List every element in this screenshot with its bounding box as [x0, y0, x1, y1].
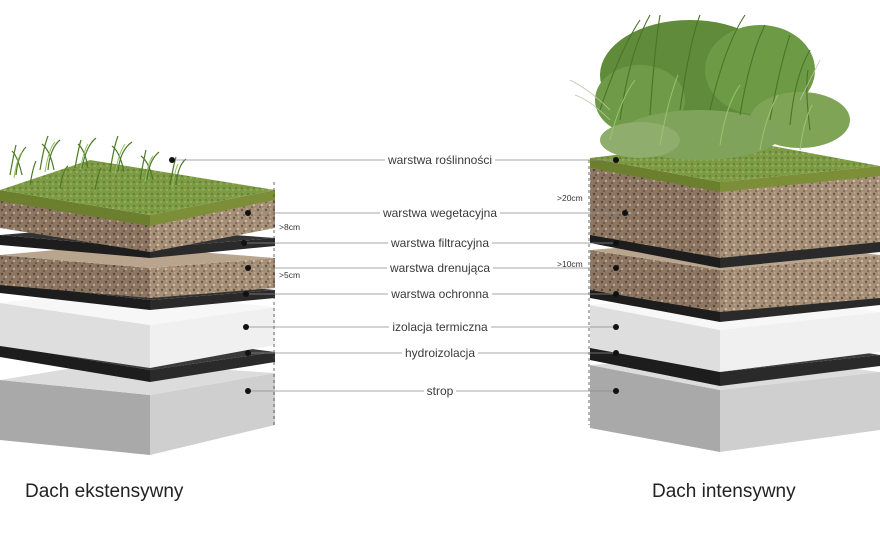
- left-wegetacyjna-layer: [0, 200, 275, 252]
- left-roof-stack: [0, 135, 275, 455]
- dot-right-2: [622, 210, 628, 216]
- right-roof-caption: Dach intensywny: [652, 481, 796, 502]
- left-roof-caption: Dach ekstensywny: [25, 481, 184, 502]
- dot-left-1: [169, 157, 175, 163]
- label-warstwa-drenujaca: warstwa drenująca: [0, 261, 880, 275]
- dot-left-7: [245, 350, 251, 356]
- label-warstwa-ochronna: warstwa ochronna: [0, 287, 880, 301]
- dot-left-5: [243, 291, 249, 297]
- left-roslinnosci-layer: [0, 135, 275, 226]
- label-warstwa-roslinnosci: warstwa roślinności: [0, 153, 880, 167]
- left-dim-vegetation: >8cm: [279, 222, 301, 232]
- dot-right-3: [613, 240, 619, 246]
- dot-right-4: [613, 265, 619, 271]
- dot-right-7: [613, 350, 619, 356]
- dot-right-5: [613, 291, 619, 297]
- left-dim-drainage: >5cm: [279, 270, 301, 280]
- right-roof-stack: [569, 14, 880, 452]
- label-warstwa-filtracyjna: warstwa filtracyjna: [0, 236, 880, 250]
- right-tall-grass: [569, 14, 850, 160]
- dot-right-1: [613, 157, 619, 163]
- dot-left-6: [243, 324, 249, 330]
- dot-right-6: [613, 324, 619, 330]
- dot-left-8: [245, 388, 251, 394]
- dot-right-8: [613, 388, 619, 394]
- dot-left-4: [245, 265, 251, 271]
- right-dim-vegetation: >20cm: [557, 193, 583, 203]
- right-wegetacyjna-layer: [590, 168, 880, 258]
- dimension-lines: [273, 160, 590, 425]
- label-strop: strop: [0, 384, 880, 398]
- label-izolacja-termiczna: izolacja termiczna: [0, 320, 880, 334]
- leader-dots: [169, 157, 628, 394]
- left-grass-highlights: [13, 141, 179, 189]
- label-warstwa-wegetacyjna: warstwa wegetacyjna: [0, 206, 880, 220]
- label-hydroizolacja: hydroizolacja: [0, 346, 880, 360]
- dot-left-3: [241, 240, 247, 246]
- right-dim-drainage: >10cm: [557, 259, 583, 269]
- dot-left-2: [245, 210, 251, 216]
